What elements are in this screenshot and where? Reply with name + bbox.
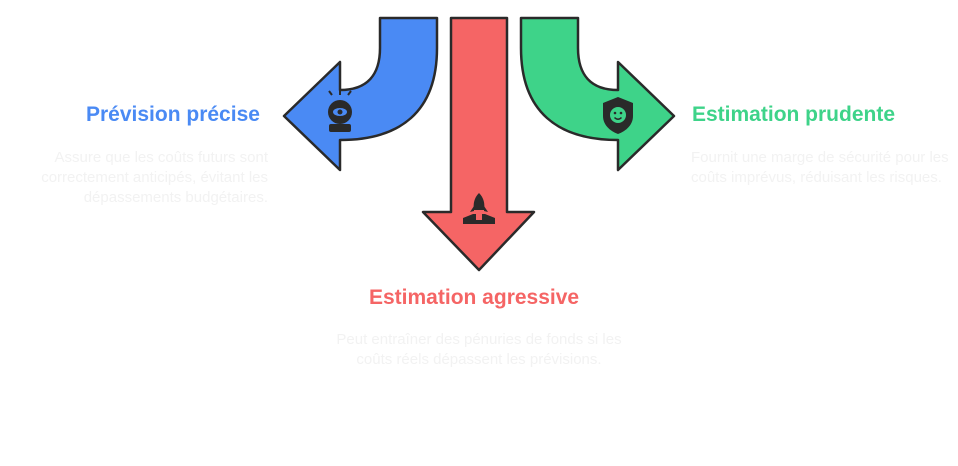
branch-description-left: Assure que les coûts futurs sont correct… xyxy=(41,149,268,206)
branch-title-middle: Estimation agressive xyxy=(369,286,580,309)
arrow-middle xyxy=(421,16,536,272)
crystal-ball-icon xyxy=(328,90,352,132)
branch-description-right: Fournit une marge de sécurité pour les c… xyxy=(691,149,949,186)
arrow-right xyxy=(519,16,676,172)
branch-description-middle: Peut entraîner des pénuries de fonds si … xyxy=(336,331,622,368)
arrow-left xyxy=(282,16,439,172)
shield-smile-icon xyxy=(603,97,633,134)
rocket-launch-icon xyxy=(463,193,495,224)
branch-title-right: Estimation prudente xyxy=(692,103,896,126)
branch-title-left: Prévision précise xyxy=(86,103,260,126)
